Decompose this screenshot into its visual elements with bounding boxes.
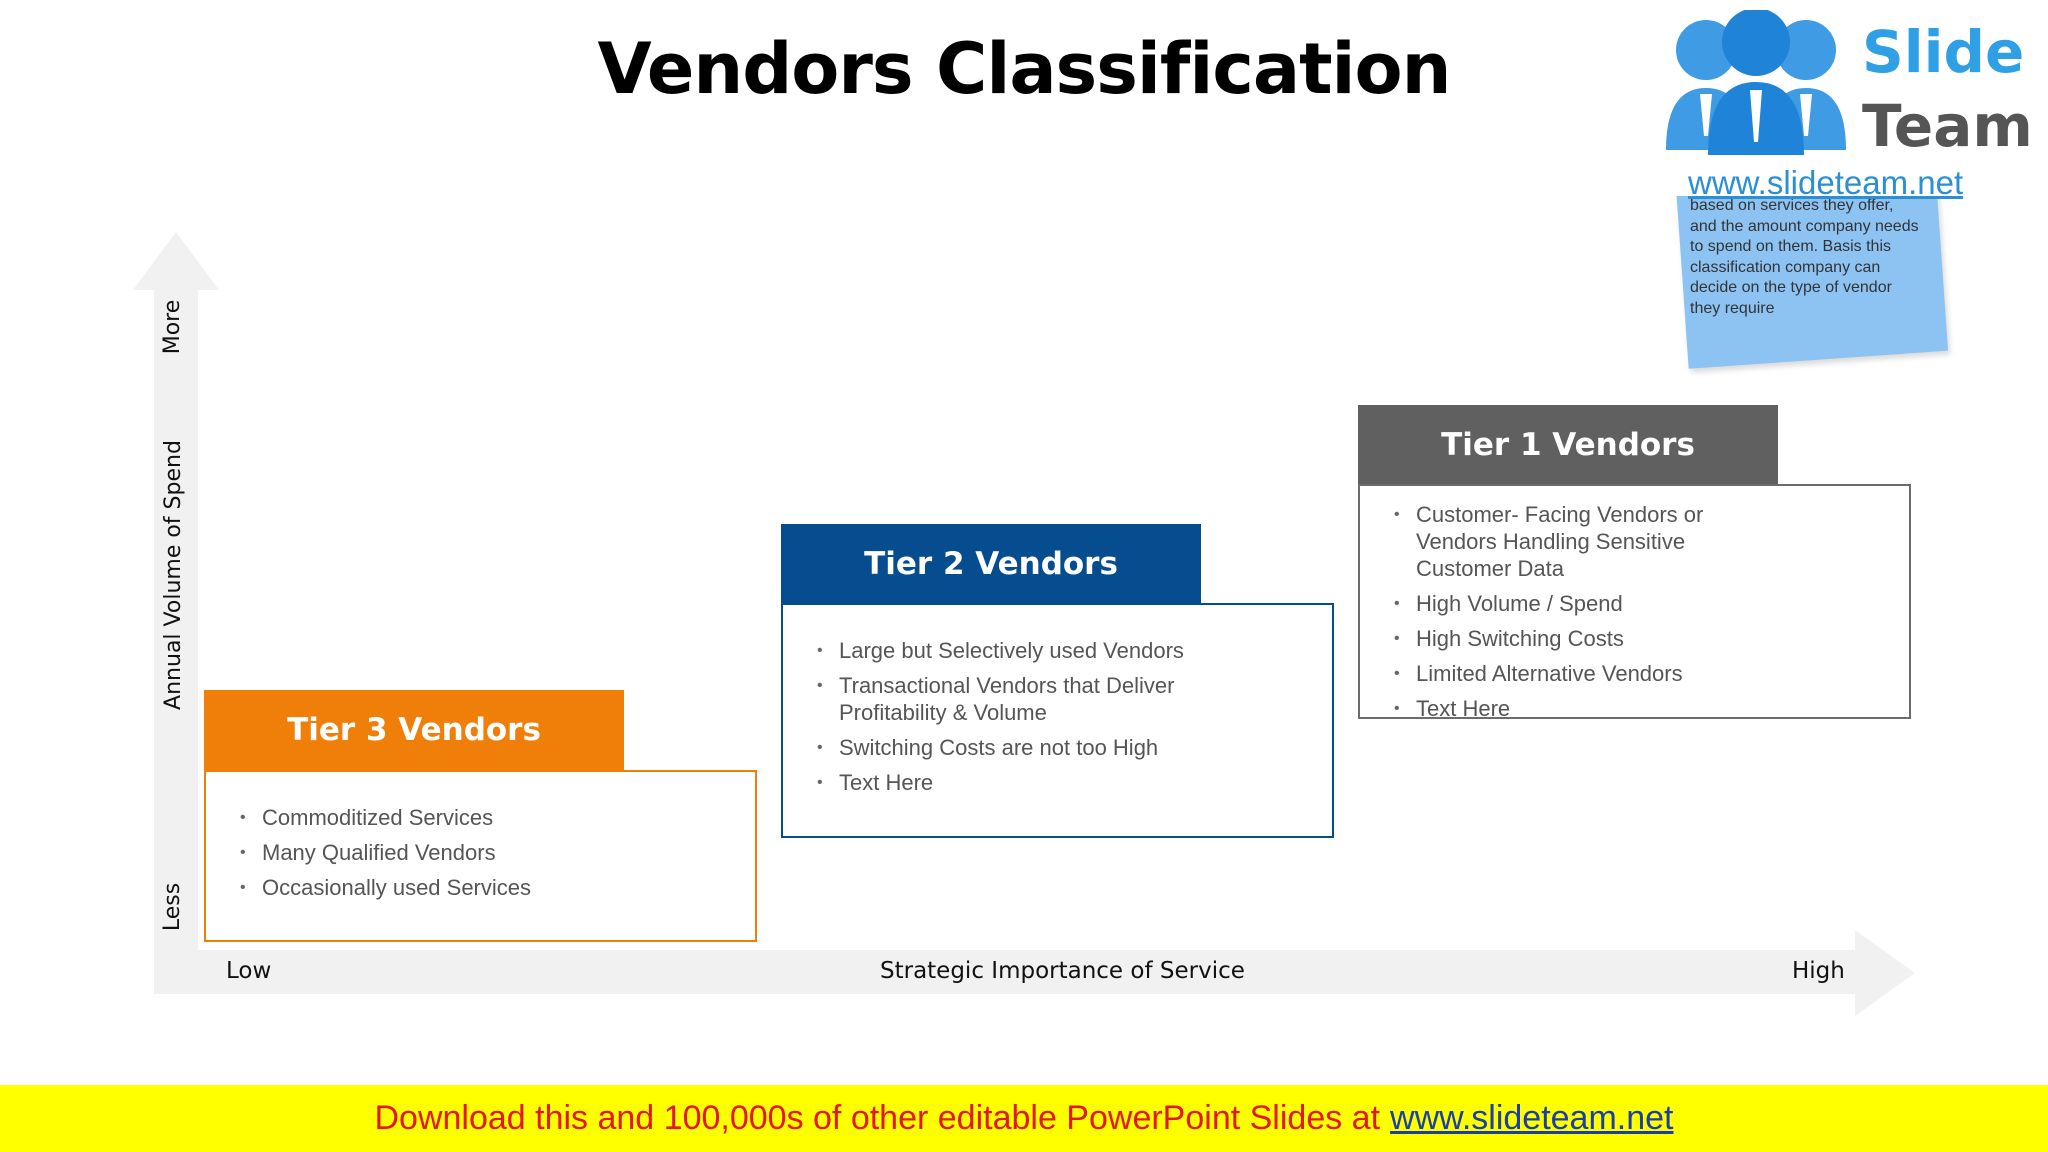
y-axis-arrowhead <box>133 232 219 290</box>
list-item: Occasionally used Services <box>206 874 755 901</box>
list-item: Text Here <box>1360 695 1780 722</box>
download-banner: Download this and 100,000s of other edit… <box>0 1085 2048 1152</box>
y-axis-more-label: More <box>160 299 185 355</box>
y-axis-less-label: Less <box>160 882 185 932</box>
x-axis-low-label: Low <box>226 958 272 984</box>
x-axis-arrowhead <box>1855 930 1915 1016</box>
banner-link[interactable]: www.slideteam.net <box>1390 1099 1674 1137</box>
logo-word-slide: Slide <box>1862 18 2025 86</box>
x-axis-high-label: High <box>1792 958 1845 984</box>
list-item: Large but Selectively used Vendors <box>783 637 1203 664</box>
y-axis-arrow <box>154 288 198 994</box>
logo-word-team: Team <box>1862 92 2033 160</box>
list-item: Text Here <box>783 769 1203 796</box>
slideteam-logo <box>1638 0 2038 196</box>
list-item: High Volume / Spend <box>1360 590 1780 617</box>
tier-3-box: Commoditized Services Many Qualified Ven… <box>204 770 757 942</box>
list-item: Commoditized Services <box>206 804 755 831</box>
tier-2-header: Tier 2 Vendors <box>781 524 1201 604</box>
list-item: Transactional Vendors that Deliver Profi… <box>783 672 1203 726</box>
tier-1-box: Customer- Facing Vendors or Vendors Hand… <box>1358 484 1911 722</box>
logo-url[interactable]: www.slideteam.net <box>1688 164 1964 201</box>
sticky-note-text: based on services they offer, and the am… <box>1690 197 1919 317</box>
list-item: Customer- Facing Vendors or Vendors Hand… <box>1360 501 1780 582</box>
people-icon <box>1666 10 1846 155</box>
x-axis-arrow <box>154 950 1856 994</box>
list-item: High Switching Costs <box>1360 625 1780 652</box>
y-axis-title: Annual Volume of Spend <box>161 440 186 710</box>
tier-3-header: Tier 3 Vendors <box>204 690 624 770</box>
banner-text: Download this and 100,000s of other edit… <box>374 1099 1381 1137</box>
x-axis-title: Strategic Importance of Service <box>880 958 1245 984</box>
tier-1-header: Tier 1 Vendors <box>1358 405 1778 485</box>
tier-2-box: Large but Selectively used Vendors Trans… <box>781 603 1334 838</box>
slide-title: Vendors Classification <box>597 28 1452 110</box>
list-item: Limited Alternative Vendors <box>1360 660 1780 687</box>
list-item: Many Qualified Vendors <box>206 839 755 866</box>
list-item: Switching Costs are not too High <box>783 734 1203 761</box>
